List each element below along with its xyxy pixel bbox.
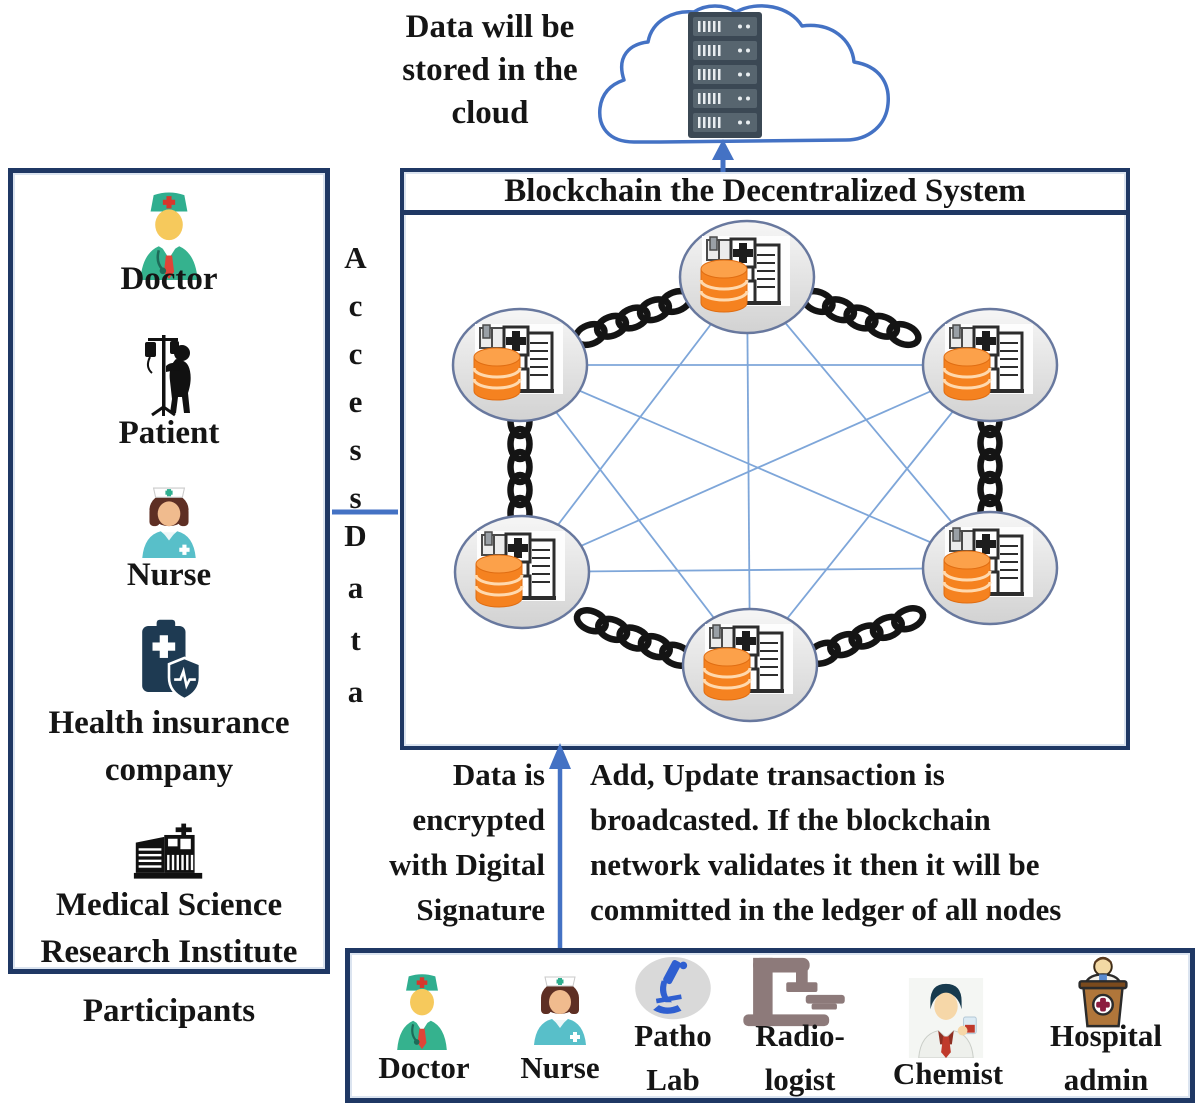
chemist-icon: [904, 978, 988, 1063]
bottom-participants-box: [345, 948, 1195, 1103]
participant-label-patient: Patient: [118, 415, 220, 451]
bottom-label-admin: Hospital admin: [1050, 1018, 1162, 1098]
broadcast-note: Add, Update transaction is broadcasted. …: [590, 757, 1062, 927]
blockchain-title: Blockchain the Decentralized System: [404, 172, 1126, 215]
bottom-label-nurse: Nurse: [520, 1050, 600, 1085]
cloud-icon: [598, 4, 890, 144]
server-rack-icon: [688, 12, 762, 138]
participants-caption: Participants: [82, 993, 256, 1029]
bottom-label-patho: Patho Lab: [634, 1018, 712, 1098]
patient-icon: [132, 333, 206, 422]
participant-label-doctor: Doctor: [120, 261, 218, 297]
participants-box: [8, 168, 330, 974]
access-label-top: Access: [338, 240, 373, 528]
cloud-caption: Data will be stored in the cloud: [402, 9, 578, 131]
doctor-icon: [390, 972, 454, 1055]
health-insurance-icon: [136, 618, 202, 707]
participant-label-insurance: Health insurance company: [48, 705, 290, 788]
bottom-label-chemist: Chemist: [892, 1056, 1004, 1091]
bottom-label-doctor: Doctor: [378, 1050, 470, 1085]
microscope-icon: [633, 956, 713, 1029]
nurse-icon: [526, 975, 594, 1050]
research-institute-icon: [132, 820, 206, 891]
participant-label-institute: Medical Science Research Institute: [40, 887, 298, 970]
participant-label-nurse: Nurse: [126, 557, 212, 593]
bottom-label-radiologist: Radio- logist: [755, 1018, 845, 1098]
blockchain-box: Blockchain the Decentralized System: [400, 168, 1130, 750]
admin-podium-icon: [1064, 954, 1142, 1035]
arrow-to-blockchain-icon: [549, 743, 571, 948]
encrypt-note: Data is encrypted with Digital Signature: [389, 757, 545, 927]
xray-machine-icon: [740, 952, 852, 1035]
access-label-bottom: Data: [338, 518, 373, 726]
